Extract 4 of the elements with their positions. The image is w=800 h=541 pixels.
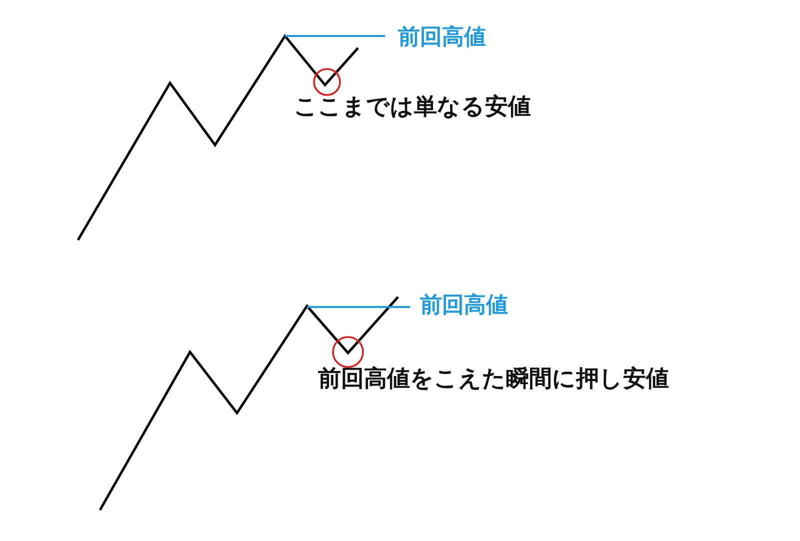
annotation-text: ここまでは単なる安値 — [294, 94, 531, 120]
price-level-label: 前回高値 — [420, 293, 508, 318]
annotation-text: 前回高値をこえた瞬間に押し安値 — [318, 366, 669, 392]
price-level-label: 前回高値 — [398, 25, 486, 50]
